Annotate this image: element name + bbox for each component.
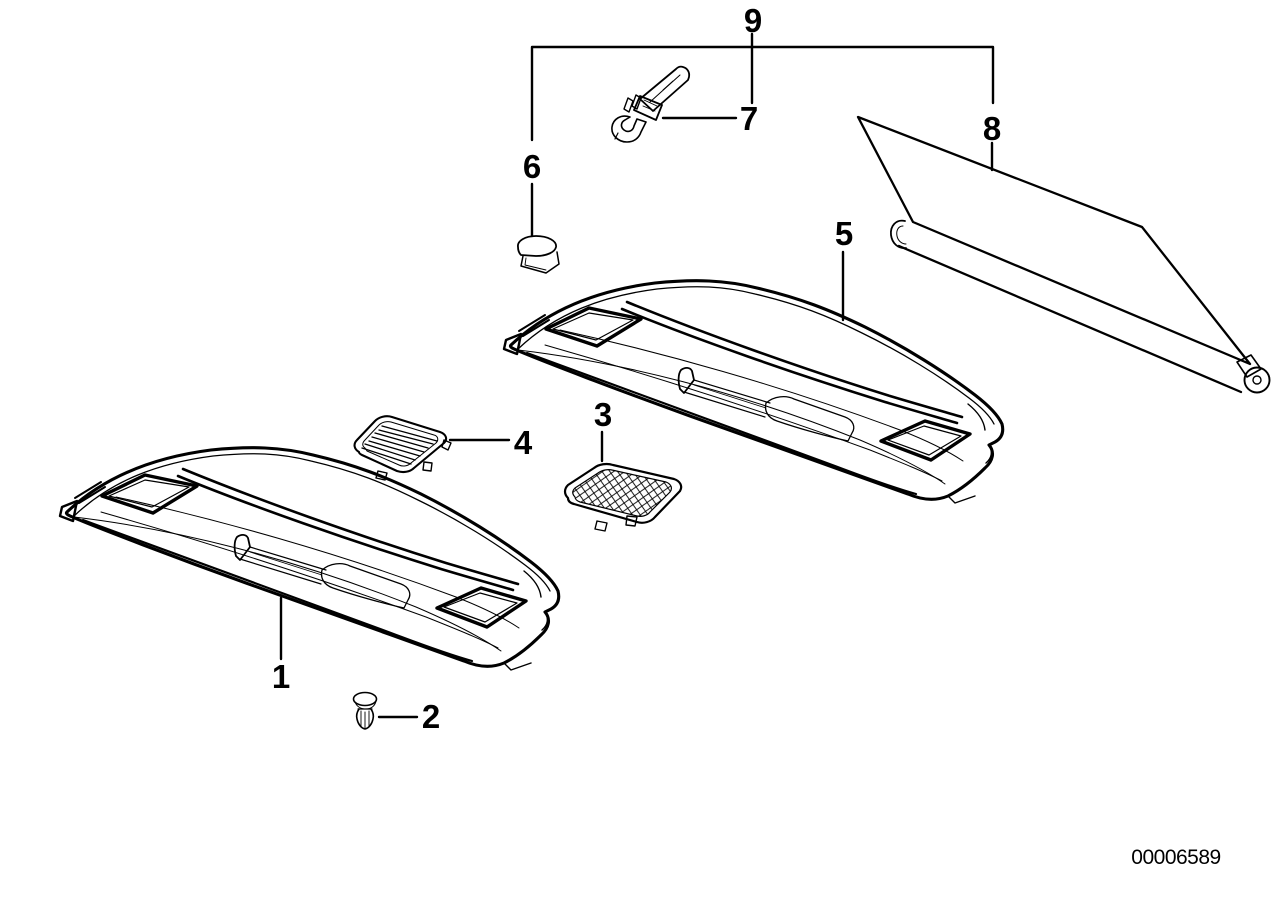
callout-label-1: 1 bbox=[272, 658, 290, 695]
hook-block bbox=[633, 95, 663, 121]
rivet-shank bbox=[355, 708, 375, 730]
cap-clip-plate-inner bbox=[524, 257, 547, 271]
hook-curl bbox=[611, 115, 647, 143]
slotted-cover-part-4 bbox=[353, 415, 452, 481]
strap-hook-part-7 bbox=[611, 65, 691, 143]
rivet-clip-part-2 bbox=[352, 691, 378, 730]
slotted-cover-inner bbox=[362, 421, 439, 467]
catalog-number: 00006589 bbox=[1131, 846, 1220, 869]
rivet-ribs bbox=[360, 710, 370, 729]
callout-label-4: 4 bbox=[514, 424, 533, 461]
callout-leaders bbox=[279, 32, 995, 719]
callout-label-8: 8 bbox=[983, 110, 1001, 147]
mesh-grille-mesh bbox=[572, 469, 672, 517]
slotted-cover-slats bbox=[361, 425, 438, 465]
blind-left-bracket bbox=[890, 219, 907, 249]
callout-labels: 1 2 3 4 5 6 7 8 9 bbox=[272, 2, 1001, 735]
slotted-cover-outline bbox=[353, 415, 448, 474]
mesh-grille-outline bbox=[563, 462, 683, 524]
hook-blade-lines bbox=[649, 74, 681, 103]
hook-prongs bbox=[623, 94, 642, 113]
cap-clip-part-6 bbox=[517, 235, 560, 274]
slotted-cover-feet bbox=[375, 439, 452, 481]
hook-block-lines bbox=[642, 99, 658, 112]
mesh-grille-part-3 bbox=[563, 462, 683, 532]
cap-clip-top bbox=[517, 235, 557, 257]
hook-foot bbox=[614, 132, 619, 140]
blind-end-cap-hub bbox=[1252, 375, 1262, 385]
blind-fabric bbox=[856, 115, 1252, 366]
hook-blade bbox=[639, 65, 691, 112]
callout-label-3: 3 bbox=[594, 396, 612, 433]
cap-clip-plate bbox=[520, 251, 560, 274]
rivet-head bbox=[352, 691, 378, 707]
bracket-9 bbox=[530, 32, 995, 238]
rear-shelf-part-1 bbox=[58, 446, 561, 672]
callout-label-6: 6 bbox=[523, 148, 541, 185]
rear-shelf-part-5 bbox=[502, 279, 1005, 505]
blind-end-cap bbox=[1243, 366, 1271, 394]
callout-label-5: 5 bbox=[835, 215, 853, 252]
blind-left-bracket-inner bbox=[896, 225, 907, 245]
callout-label-7: 7 bbox=[740, 100, 758, 137]
callout-label-9: 9 bbox=[744, 2, 762, 39]
callout-label-2: 2 bbox=[422, 698, 440, 735]
blind-tube-bottom bbox=[897, 244, 1243, 394]
mesh-grille-feet bbox=[594, 515, 638, 532]
roller-blind-part-8 bbox=[856, 115, 1271, 394]
